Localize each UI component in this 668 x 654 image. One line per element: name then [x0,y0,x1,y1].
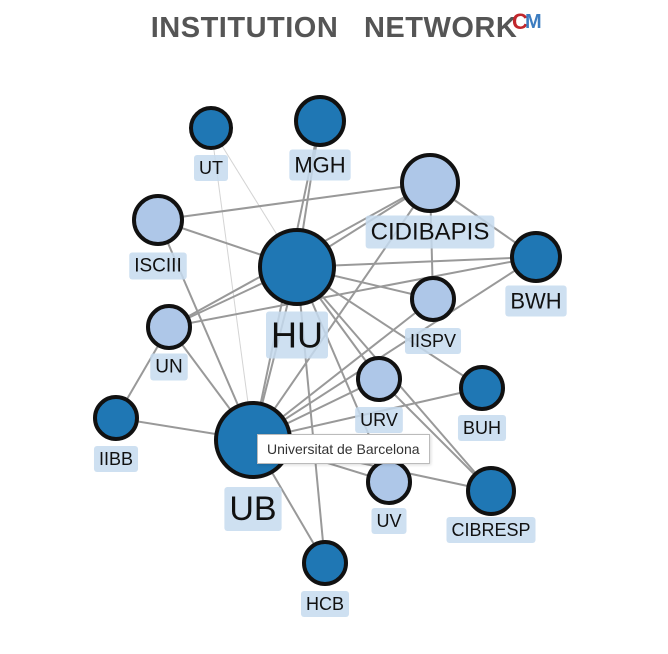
node-circle-buh[interactable] [459,365,505,411]
node-label-buh: BUH [463,418,501,438]
node-urv[interactable]: URV [355,356,403,433]
node-label-cidibapis: CIDIBAPIS [371,219,490,246]
node-ut[interactable]: UT [189,106,233,181]
node-circle-isciii[interactable] [132,194,184,246]
node-label-iispv: IISPV [410,331,456,351]
node-label-un: UN [155,357,182,378]
node-label-bg-un [150,353,188,381]
node-label-bwh: BWH [510,289,561,314]
node-label-bg-isciii [129,252,187,280]
logo-letter-c: C [512,9,528,34]
node-hu[interactable]: HU [258,228,336,359]
node-label-bg-cidibapis [365,215,495,249]
node-label-cibresp: CIBRESP [451,520,530,540]
edge-hu-bwh [296,256,537,268]
cm-logo: C M [512,9,546,37]
edge-ub-bwh [252,256,537,441]
node-label-bg-iispv [404,328,462,354]
node-circle-urv[interactable] [356,356,402,402]
node-label-ut: UT [199,158,223,178]
node-buh[interactable]: BUH [457,365,507,441]
node-label-bg-bwh [505,285,567,317]
node-label-hcb: HCB [306,594,344,614]
node-iispv[interactable]: IISPV [404,276,462,354]
node-iibb[interactable]: IIBB [93,395,139,472]
node-isciii[interactable]: ISCIII [129,194,187,280]
node-circle-bwh[interactable] [510,231,562,283]
page-title: INSTITUTION NETWORK [150,12,518,44]
node-circle-hu[interactable] [258,228,336,306]
node-label-bg-urv [355,407,403,433]
node-label-uv: UV [376,511,401,531]
node-label-bg-cibresp [446,517,536,543]
node-cidibapis[interactable]: CIDIBAPIS [365,153,495,249]
node-hcb[interactable]: HCB [300,540,350,617]
node-circle-ut[interactable] [189,106,233,150]
node-label-ub: UB [229,490,276,528]
node-label-urv: URV [360,410,398,430]
logo-letter-m: M [525,11,542,33]
node-tooltip: Universitat de Barcelona [257,434,430,464]
edge-cidibapis-isciii [157,182,431,221]
nodes-layer: UT MGH CIDIBAPIS ISCIII HU BWH IISPV UN URV BUH II… [93,95,567,617]
node-label-bg-mgh [289,149,351,181]
node-circle-cibresp[interactable] [466,466,516,516]
node-uv[interactable]: UV [366,459,412,534]
node-circle-iibb[interactable] [93,395,139,441]
node-label-bg-iibb [93,446,139,472]
node-cibresp[interactable]: CIBRESP [446,466,536,543]
node-circle-mgh[interactable] [294,95,346,147]
edge-urv-cibresp [378,378,492,492]
node-label-bg-buh [457,415,507,441]
node-label-iibb: IIBB [99,449,133,469]
edge-hu-hcb [296,266,326,564]
node-circle-un[interactable] [146,304,192,350]
node-label-mgh: MGH [294,153,345,178]
node-ub[interactable]: UB [214,401,292,531]
node-bwh[interactable]: BWH [505,231,567,317]
node-label-hu: HU [271,315,323,356]
node-label-bg-uv [371,508,407,534]
node-label-bg-hu [266,311,328,359]
node-label-isciii: ISCIII [134,256,182,277]
node-circle-uv[interactable] [366,459,412,505]
node-circle-cidibapis[interactable] [400,153,460,213]
node-label-bg-ub [224,487,282,531]
node-mgh[interactable]: MGH [289,95,351,181]
node-label-bg-ut [194,155,228,181]
node-label-bg-hcb [300,591,350,617]
node-circle-hcb[interactable] [302,540,348,586]
node-un[interactable]: UN [146,304,192,381]
edge-un-bwh [168,256,537,328]
node-circle-iispv[interactable] [410,276,456,322]
